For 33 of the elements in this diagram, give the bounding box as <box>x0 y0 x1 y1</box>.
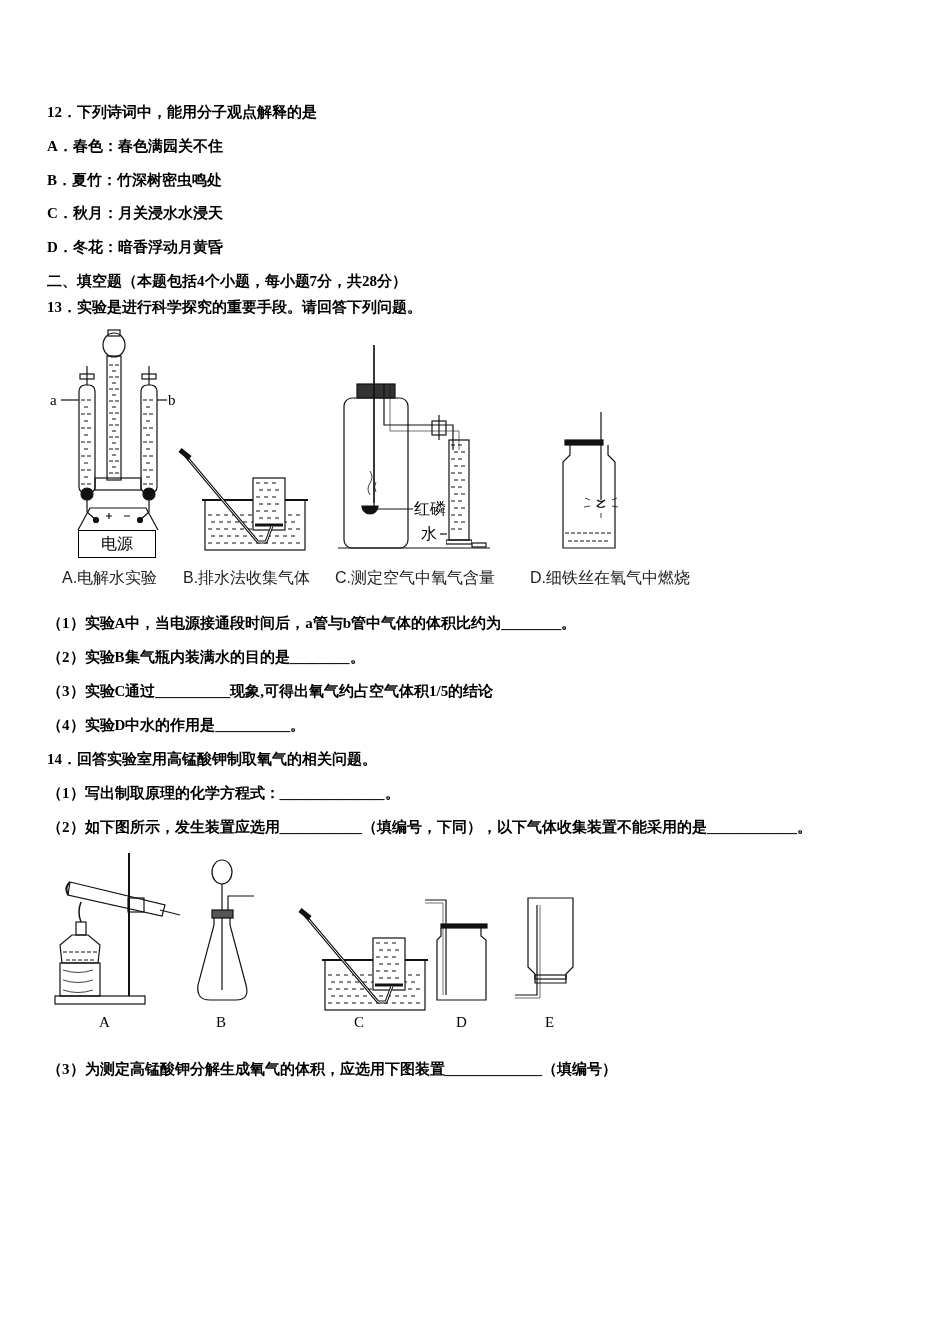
measuring-cylinder-drawing <box>446 439 472 545</box>
apparatus-letter: B <box>216 1013 226 1032</box>
gas-tube-drawing <box>140 384 158 494</box>
figure-caption: D.细铁丝在氧气中燃烧 <box>530 568 690 588</box>
figure-caption: C.测定空气中氧气含量 <box>335 568 495 588</box>
combustion-spoon-drawing <box>361 503 379 515</box>
apparatus-letter: A <box>99 1013 110 1032</box>
question-text: （2）如下图所示，发生装置应选用___________（填编号，下同），以下气体收集装置不能采用的是____________。 <box>47 818 812 837</box>
question-text: （4）实验D中水的作用是__________。 <box>47 716 306 735</box>
question-text: （2）实验B集气瓶内装满水的目的是________。 <box>47 648 365 667</box>
question-text: C．秋月：月关浸水水浸天 <box>47 204 223 223</box>
question-text: 14．回答实验室用高锰酸钾制取氧气的相关问题。 <box>47 750 377 769</box>
figure-caption: B.排水法收集气体 <box>183 568 311 588</box>
power-supply-box: 电源 <box>78 530 156 558</box>
leader-line <box>60 399 80 401</box>
question-text: （1）写出制取原理的化学方程式：______________。 <box>47 784 400 803</box>
apparatus-letter: E <box>545 1013 555 1032</box>
question-text: 12．下列诗词中，能用分子观点解释的是 <box>47 103 317 122</box>
figure-caption: A.电解水实验 <box>62 568 158 588</box>
question-text: （1）实验A中，当电源接通段时间后，a管与b管中气体的体积比约为________。 <box>47 614 577 633</box>
apparatus-letter: D <box>456 1013 467 1032</box>
question-text: 13．实验是进行科学探究的重要手段。请回答下列问题。 <box>47 298 422 317</box>
leader-line <box>156 399 168 401</box>
question-text: （3）实验C通过__________现象,可得出氧气约占空气体积1/5的结论 <box>47 682 494 701</box>
question-text: D．冬花：暗香浮动月黄昏 <box>47 238 223 257</box>
leader-line <box>377 508 414 510</box>
question-text: （3）为测定高锰酸钾分解生成氧气的体积，应选用下图装置_____________（填编号） <box>47 1060 617 1079</box>
question-text: 二、填空题（本题包括4个小题，每小题7分，共28分） <box>47 272 407 291</box>
leader-line <box>439 533 448 535</box>
apparatus-letter: C <box>354 1013 364 1032</box>
question-text: B．夏竹：竹深树密虫鸣处 <box>47 171 222 190</box>
gas-tube-drawing <box>78 384 96 494</box>
question-text: A．春色：春色满园关不住 <box>47 137 223 156</box>
